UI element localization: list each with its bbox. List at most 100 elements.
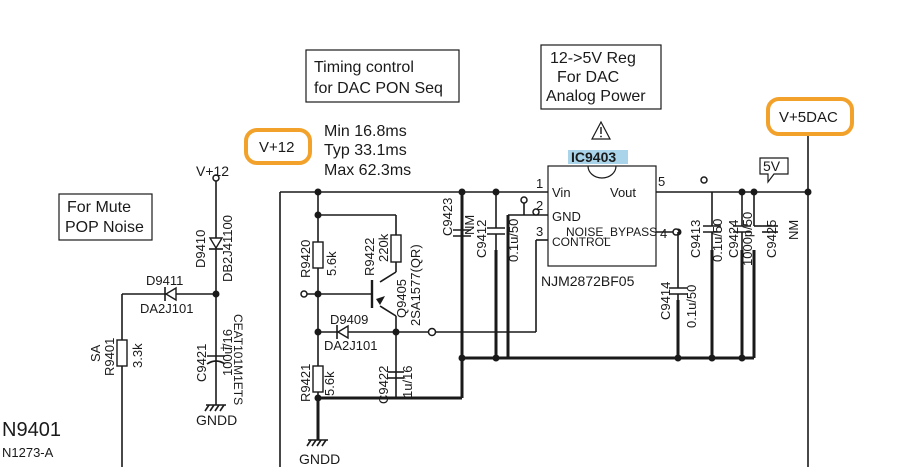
diode-d9410: D9410 DB2J41100 [193,215,235,282]
junction-dot [314,290,322,298]
timing-values: Min 16.8ms Typ 33.1ms Max 62.3ms [324,123,411,179]
junction-dot [392,328,400,336]
pin-control: CONTROL [552,235,611,249]
c9421-part: CEAT101M1ETS [231,314,245,405]
regulator-note-line1: 12->5V Reg [550,50,636,67]
c9414-ref: C9414 [658,282,673,320]
r9420-value: 5.6k [324,251,339,276]
capacitor-c9412: C9412 0.1u/50 [474,192,521,262]
pin-noise-bypass: NOISE_BYPASS [566,225,657,239]
svg-text:+: + [220,341,227,355]
test-point [700,176,708,184]
d9409-ref: D9409 [330,312,368,327]
mute-note-line2: POP Noise [65,219,144,236]
pin-vin: Vin [552,185,571,200]
junction-dot [458,188,466,196]
test-point [212,174,220,182]
capacitor-c9414: C9414 0.1u/50 [658,232,699,328]
capacitor-c9424: C9424 1000p/50 [726,192,755,266]
pin2-num: 2 [536,198,543,213]
c9421-value: 100u/16 [220,329,235,376]
c9414-value: 0.1u/50 [684,285,699,328]
diode-d9411: D9411 DA2J101 [140,273,193,316]
r9422-value: 220k [376,233,391,262]
junction-dot [674,354,682,362]
r9422-ref: R9422 [362,238,377,276]
pin5-num: 5 [658,174,665,189]
resistor-r9421: R9421 5.6k [298,364,337,402]
junction-dot [458,354,466,362]
timing-note-line2: for DAC PON Seq [314,80,443,97]
timing-note: Timing control for DAC PON Seq [305,49,460,103]
test-point [520,196,528,204]
rail-v12: V+12 [244,128,312,165]
pin4-num: 4 [660,226,667,241]
junction-dot [708,354,716,362]
regulator-note-line2: For DAC [557,69,619,86]
d9409-part: DA2J101 [324,338,377,353]
d9411-ref: D9411 [146,273,183,288]
mute-note-line1: For Mute [67,199,131,216]
c9423-value: NM [462,215,477,235]
transistor-q9405: Q9405 2SA1577(QR) [370,244,423,326]
c9425-value: NM [786,220,801,240]
test-point [300,290,308,298]
ground-gndd-right: GNDD [299,439,340,467]
pin-gnd: GND [552,209,581,224]
d9410-ref: D9410 [193,230,208,268]
test-point [532,208,540,216]
warning-icon [591,120,611,140]
mute-note: For Mute POP Noise [58,193,153,241]
pin1-num: 1 [536,176,543,191]
r9401-prefix: SA [88,344,103,362]
junction-dot [314,211,322,219]
capacitor-c9422: C9422 1u/16 [376,365,415,404]
d9411-part: DA2J101 [140,301,193,316]
capacitor-c9413: C9413 0.1u/50 [688,192,725,262]
c9422-value: 1u/16 [400,365,415,398]
timing-typ: Typ 33.1ms [324,142,407,159]
regulator-note: 12->5V Reg For DAC Analog Power [540,44,662,110]
five-v-label: 5V [763,158,781,174]
c9421-ref: C9421 [194,344,209,382]
r9421-ref: R9421 [298,364,313,402]
q9405-ref: Q9405 [394,279,409,318]
junction-dot [804,188,812,196]
wires [121,136,809,467]
junction-dot [212,290,220,298]
c9412-ref: C9412 [474,220,489,258]
timing-note-line1: Timing control [314,59,414,76]
resistor-r9422: R9422 220k [362,233,402,276]
capacitor-c9423: C9423 NM [440,198,477,237]
c9425-ref: C9425 [764,220,779,258]
resistor-r9420: R9420 5.6k [298,240,339,278]
junction-dot [492,354,500,362]
gndd-right-label: GNDD [299,451,340,467]
gndd-left-label: GNDD [196,412,237,428]
c9423-ref: C9423 [440,198,455,236]
pin-vout: Vout [610,185,636,200]
capacitor-c9425: C9425 NM [753,192,801,258]
pin3-num: 3 [536,224,543,239]
capacitor-c9421: + C9421 100u/16 CEAT101M1ETS [194,314,245,405]
q9405-part: 2SA1577(QR) [408,244,423,326]
rail-v5dac: V+5DAC [766,97,854,136]
ic-ref: IC9403 [571,149,616,165]
ground-gndd-left: GNDD [196,404,237,428]
c9424-value: 1000p/50 [740,212,755,266]
connector-ref: N9401 [2,419,61,441]
c9424-ref: C9424 [726,220,741,258]
resistor-r9401: SA R9401 3.3k [88,338,145,376]
r9401-value: 3.3k [130,343,145,368]
regulator-ic: IC9403 1 Vin 2 GND 3 CONTROL 5 Vout 4 NO… [536,149,667,289]
r9420-ref: R9420 [298,240,313,278]
ic-ref-highlight [568,150,628,164]
ic-part: NJM2872BF05 [541,273,635,289]
c9413-value: 0.1u/50 [710,219,725,262]
r9401-ref: R9401 [102,338,117,376]
test-point [427,327,437,337]
diode-d9409: D9409 DA2J101 [324,312,377,353]
regulator-note-line3: Analog Power [546,88,646,105]
